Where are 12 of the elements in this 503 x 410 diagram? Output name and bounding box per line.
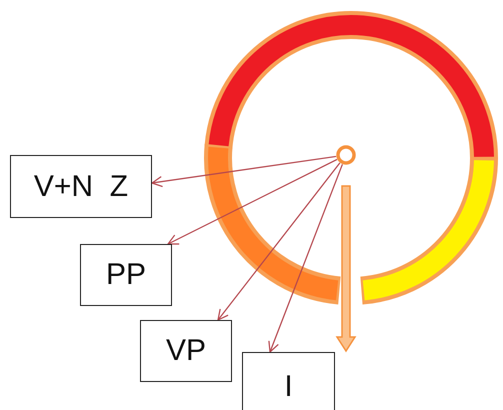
label-box (80, 244, 172, 306)
label-box (242, 352, 335, 410)
box-label: V+N Z (34, 170, 128, 204)
arrow (151, 156, 336, 188)
arrow (217, 162, 340, 321)
label-box (10, 155, 152, 218)
box-label: VP (166, 334, 206, 368)
label-box (140, 320, 232, 382)
box-label: I (284, 370, 293, 404)
arrow (167, 158, 338, 245)
box-label: PP (106, 258, 146, 292)
arrow (268, 164, 343, 353)
